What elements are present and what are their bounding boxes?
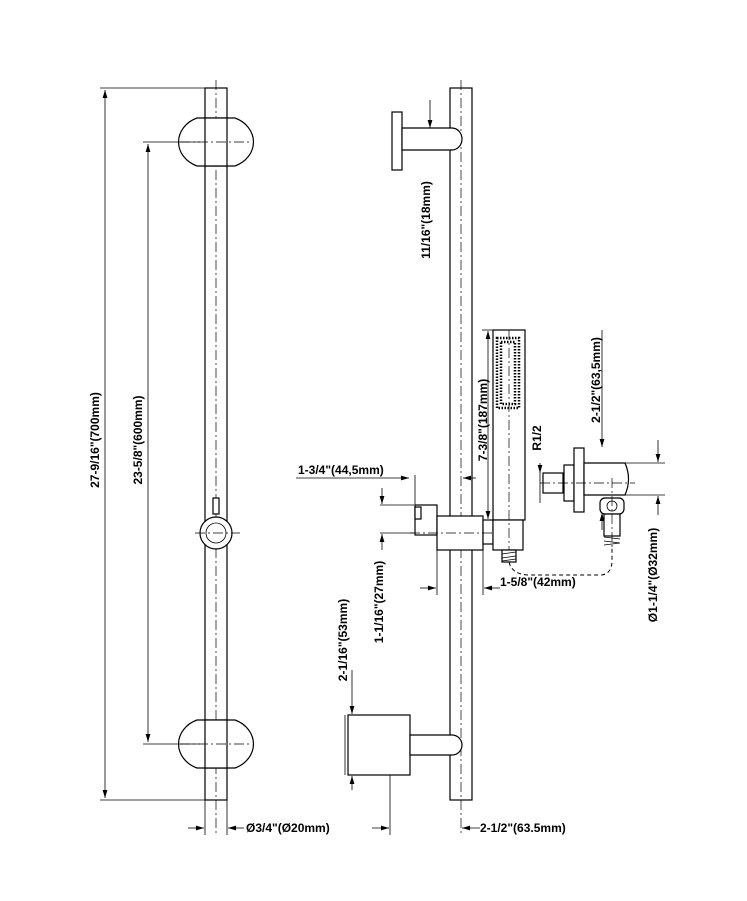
thread-label: R1/2 (530, 425, 544, 451)
outlet-diameter-label: Ø1-1/4"(Ø32mm) (646, 528, 660, 622)
bottom-arm (409, 734, 463, 756)
outlet-height-label: 2-1/2"(63,5mm) (589, 337, 603, 423)
front-view: 27-9/16"(700mm) 23-5/8"(600mm) Ø3/4"(Ø20… (88, 80, 330, 835)
top-arm (401, 127, 463, 151)
holder-height-label: 1-1/16"(27mm) (372, 561, 386, 643)
overall-length-label: 27-9/16"(700mm) (88, 392, 102, 488)
top-wall-plate (391, 111, 403, 171)
outlet-flange (573, 447, 585, 513)
bar-diameter-label: Ø3/4"(Ø20mm) (246, 821, 330, 835)
bracket-height-label: 2-1/16"(53mm) (336, 599, 350, 681)
side-view: 11/16"(18mm) 2-1/16"(53mm) 2-1/2"(63.5mm… (296, 80, 665, 835)
holder-offset-label: 1-3/4"(44,5mm) (298, 463, 384, 477)
wall-projection-label: 2-1/2"(63.5mm) (480, 821, 566, 835)
bottom-wall-bracket-side (347, 714, 411, 776)
outlet-body (583, 462, 630, 496)
top-arm-label: 11/16"(18mm) (419, 181, 433, 259)
spray-nozzles (495, 336, 521, 410)
slider-width-label: 1-5/8"(42mm) (500, 575, 576, 589)
bracket-spacing-label: 23-5/8"(600mm) (131, 395, 145, 484)
hose (508, 545, 613, 576)
handshower-length-label: 7-3/8"(187mm) (476, 379, 490, 461)
slider-knob (212, 497, 220, 515)
